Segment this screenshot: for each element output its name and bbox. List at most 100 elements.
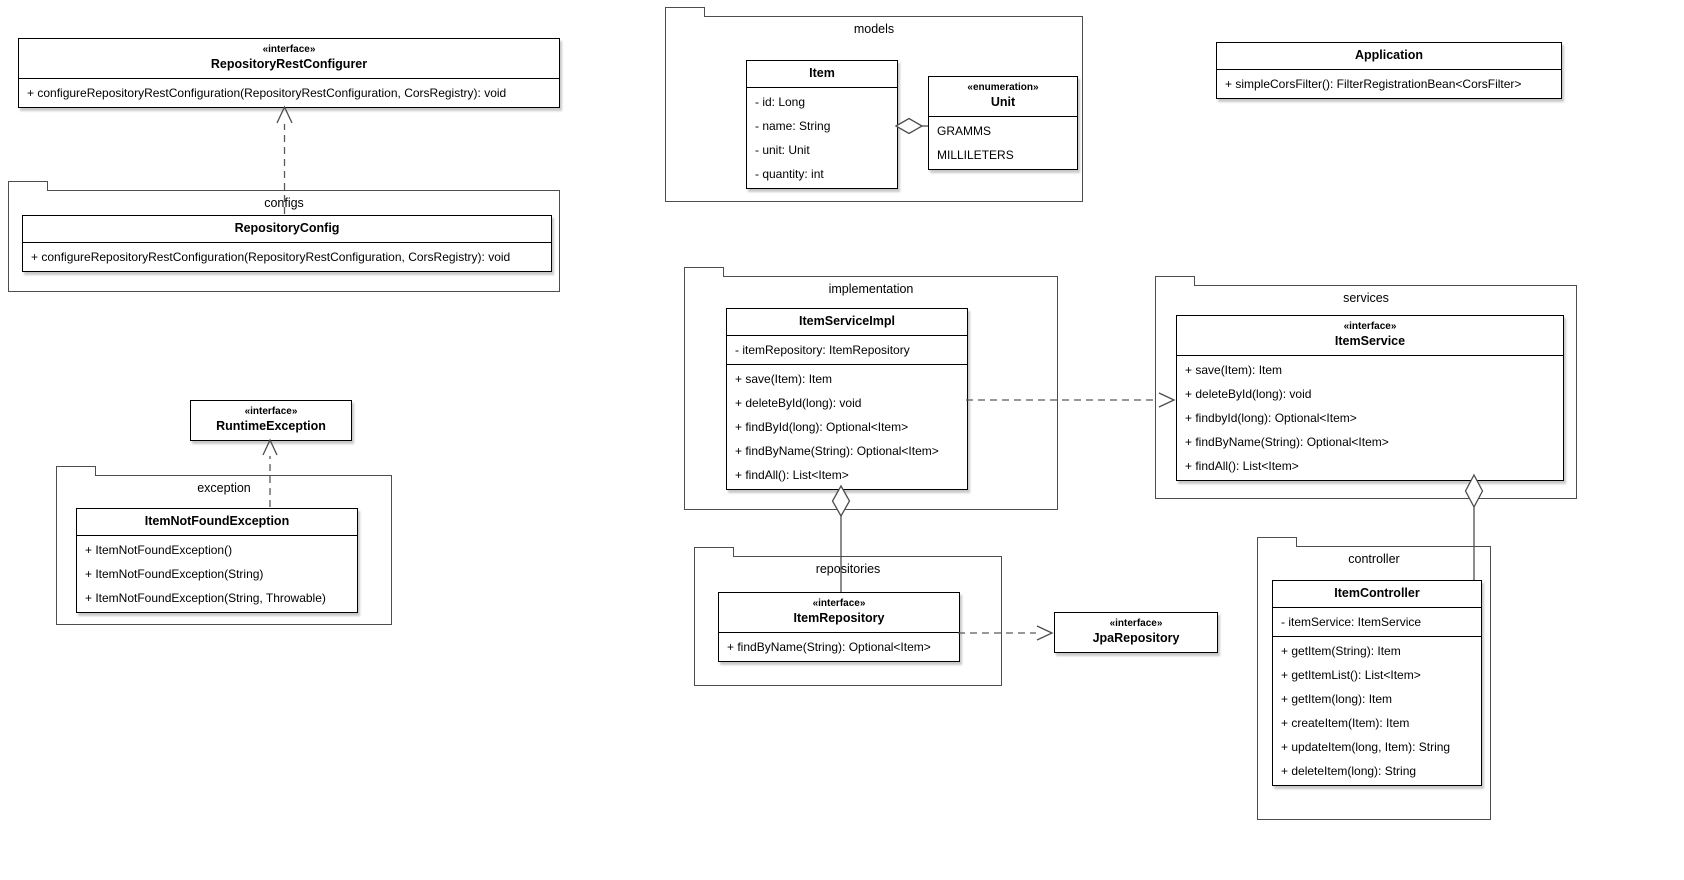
attribute-row: - itemService: ItemService [1281,615,1422,629]
method-row: + save(Item): Item [735,372,833,386]
class-title: ItemNotFoundException [77,509,357,536]
method-row: + findAll(): List<Item> [735,468,849,482]
method-row: + deleteById(long): void [735,396,862,410]
class-name: Item [809,66,835,80]
methods-compartment: + configureRepositoryRestConfiguration(R… [19,79,559,107]
class-name: RepositoryRestConfigurer [210,57,368,71]
method-row: + findById(long): Optional<Item> [735,420,909,434]
package-exception-label: exception [197,481,251,495]
class-item-not-found-exception[interactable]: ItemNotFoundException + ItemNotFoundExce… [76,508,358,613]
class-application[interactable]: Application + simpleCorsFilter(): Filter… [1216,42,1562,99]
class-jpa-repository[interactable]: «interface» JpaRepository [1054,612,1218,653]
class-title: Item [747,61,897,88]
package-controller[interactable]: controller [1257,537,1491,820]
class-title: «interface» ItemService [1177,316,1563,356]
method-row: + findByName(String): Optional<Item> [735,444,939,458]
stereotype: «interface» [262,44,316,55]
class-item[interactable]: Item - id: Long - name: String - unit: U… [746,60,898,189]
method-row: + simpleCorsFilter(): FilterRegistration… [1225,77,1522,91]
package-repositories-label: repositories [815,562,881,576]
class-title: «interface» RepositoryRestConfigurer [19,39,559,79]
package-tab [684,267,724,277]
class-title: ItemServiceImpl [727,309,967,336]
enum-value-row: GRAMMS [937,124,991,138]
package-controller-label: controller [1348,552,1400,566]
class-name: JpaRepository [1092,631,1180,645]
class-title: «interface» RuntimeException [191,401,351,440]
package-implementation-label: implementation [828,282,914,296]
package-tab [694,547,734,557]
method-row: + save(Item): Item [1185,363,1283,377]
method-row: + getItem(String): Item [1281,644,1401,658]
class-name: ItemServiceImpl [799,314,895,328]
class-item-service-impl[interactable]: ItemServiceImpl - itemRepository: ItemRe… [726,308,968,490]
class-name: ItemController [1334,586,1420,600]
methods-compartment: + configureRepositoryRestConfiguration(R… [23,243,551,271]
class-title: «enumeration» Unit [929,77,1077,117]
class-repository-rest-configurer[interactable]: «interface» RepositoryRestConfigurer + c… [18,38,560,108]
method-row: + findAll(): List<Item> [1185,459,1299,473]
open-arrowhead-icon [262,438,278,456]
attributes-compartment: - itemService: ItemService [1273,608,1481,636]
class-name: Unit [990,95,1016,109]
class-title: ItemController [1273,581,1481,608]
class-name: RuntimeException [216,419,326,433]
open-arrowhead-icon [1036,625,1054,641]
method-row: + configureRepositoryRestConfiguration(R… [31,250,511,264]
class-name: ItemNotFoundException [144,514,290,528]
method-row: + findByName(String): Optional<Item> [727,640,931,654]
class-item-repository[interactable]: «interface» ItemRepository + findByName(… [718,592,960,662]
enum-value-row: MILLILETERS [937,148,1014,162]
methods-compartment: + save(Item): Item + deleteById(long): v… [727,364,967,489]
package-exception[interactable]: exception [56,466,392,625]
attributes-compartment: - id: Long - name: String - unit: Unit -… [747,88,897,188]
package-configs-label: configs [264,196,304,210]
package-repositories[interactable]: repositories [694,547,1002,686]
package-tab [665,7,705,17]
method-row: + ItemNotFoundException(String) [85,567,264,581]
class-item-service[interactable]: «interface» ItemService + save(Item): It… [1176,315,1564,481]
attribute-row: - unit: Unit [755,143,810,157]
package-services-label: services [1343,291,1389,305]
class-runtime-exception[interactable]: «interface» RuntimeException [190,400,352,441]
class-title: Application [1217,43,1561,70]
methods-compartment: + simpleCorsFilter(): FilterRegistration… [1217,70,1561,98]
attribute-row: - itemRepository: ItemRepository [735,343,910,357]
package-tab [56,466,96,476]
package-models[interactable]: models [665,7,1083,202]
class-unit-enumeration[interactable]: «enumeration» Unit GRAMMS MILLILETERS [928,76,1078,170]
method-row: + deleteItem(long): String [1281,764,1417,778]
attribute-row: - quantity: int [755,167,824,181]
package-tab [8,181,48,191]
stereotype: «interface» [812,598,866,609]
method-row: + ItemNotFoundException() [85,543,233,557]
attribute-row: - id: Long [755,95,806,109]
class-item-controller[interactable]: ItemController - itemService: ItemServic… [1272,580,1482,786]
stereotype: «interface» [1109,618,1163,629]
stereotype: «interface» [1343,321,1397,332]
method-row: + findByName(String): Optional<Item> [1185,435,1389,449]
method-row: + updateItem(long, Item): String [1281,740,1451,754]
class-name: ItemRepository [793,611,885,625]
stereotype: «enumeration» [967,82,1039,93]
class-repository-config[interactable]: RepositoryConfig + configureRepositoryRe… [22,215,552,272]
open-arrowhead-icon [276,105,293,124]
class-name: Application [1354,48,1424,62]
methods-compartment: + findByName(String): Optional<Item> [719,633,959,661]
methods-compartment: + ItemNotFoundException() + ItemNotFound… [77,536,357,612]
class-title: RepositoryConfig [23,216,551,243]
package-tab [1257,537,1297,547]
package-tab [1155,276,1195,286]
method-row: + configureRepositoryRestConfiguration(R… [27,86,507,100]
class-title: «interface» JpaRepository [1055,613,1217,652]
package-services[interactable]: services [1155,276,1577,499]
package-implementation[interactable]: implementation [684,267,1058,510]
method-row: + findbyId(long): Optional<Item> [1185,411,1357,425]
methods-compartment: + getItem(String): Item + getItemList():… [1273,636,1481,785]
package-models-label: models [853,22,895,36]
class-title: «interface» ItemRepository [719,593,959,633]
attributes-compartment: - itemRepository: ItemRepository [727,336,967,364]
method-row: + getItemList(): List<Item> [1281,668,1421,682]
method-row: + ItemNotFoundException(String, Throwabl… [85,591,326,605]
